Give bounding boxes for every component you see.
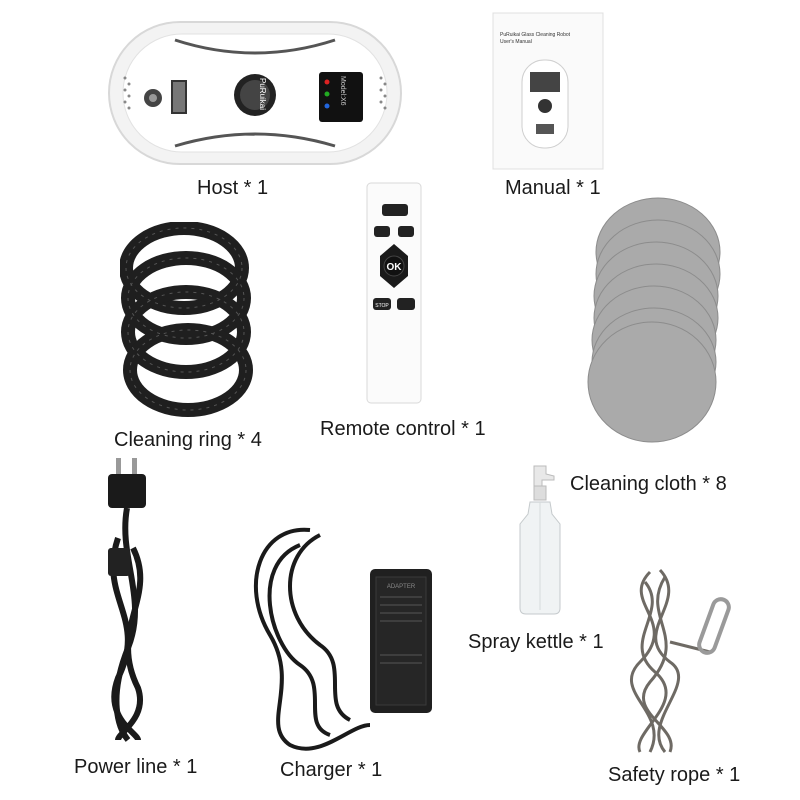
safety-rope xyxy=(610,562,750,758)
charger-label: Charger * 1 xyxy=(280,759,383,781)
manual-label: Manual * 1 xyxy=(505,177,601,199)
cleaning-cloths xyxy=(580,192,730,456)
spray-label: Spray kettle * 1 xyxy=(468,631,604,653)
rope-label: Safety rope * 1 xyxy=(608,764,741,786)
power-line xyxy=(88,448,168,748)
host-label: Host * 1 xyxy=(197,177,269,199)
manual-title-text: PuRuikai Glass Cleaning Robot xyxy=(500,32,571,38)
remote-label: Remote control * 1 xyxy=(320,418,486,440)
host-robot: PuRuikai Model:X6 xyxy=(105,18,405,168)
charger-brand-text: ADAPTER xyxy=(387,584,416,590)
spray-kettle xyxy=(512,462,568,616)
host-model-text: Model:X6 xyxy=(339,76,346,106)
charger: ADAPTER xyxy=(240,525,440,755)
remote-control: OK STOP xyxy=(366,182,422,404)
host-brand-text: PuRuikai xyxy=(258,78,267,110)
remote-ok-text: OK xyxy=(387,262,403,273)
cloth-label: Cleaning cloth * 8 xyxy=(570,473,727,495)
manual-booklet: PuRuikai Glass Cleaning Robot User's Man… xyxy=(492,12,604,170)
cleaning-rings xyxy=(120,222,254,422)
manual-subtitle-text: User's Manual xyxy=(500,39,532,45)
remote-stop-text: STOP xyxy=(375,303,389,309)
power-label: Power line * 1 xyxy=(74,756,198,778)
ring-label: Cleaning ring * 4 xyxy=(114,429,262,451)
